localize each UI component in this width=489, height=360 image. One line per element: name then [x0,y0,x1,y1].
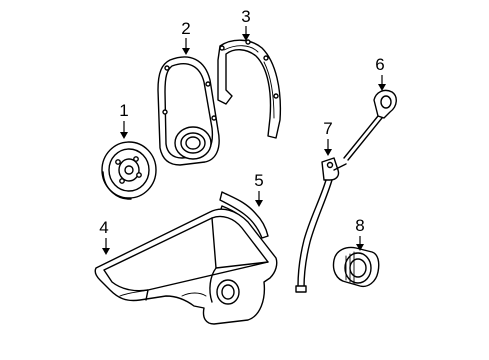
part-4-oil-pan [94,208,278,325]
part-6-dipstick [343,89,397,161]
callout-3: 3 [241,7,251,41]
callout-8: 8 [355,216,365,251]
callout-4-label: 4 [99,218,108,237]
callout-5-label: 5 [254,171,263,190]
callout-6: 6 [375,55,386,91]
callout-4: 4 [99,218,110,255]
part-7-dipstick-tube [295,157,347,293]
callout-7: 7 [323,119,333,156]
callout-8-label: 8 [355,216,364,235]
part-8-oil-filter [332,246,380,288]
callout-3-label: 3 [241,7,250,26]
callout-1-label: 1 [119,101,128,120]
callout-2-label: 2 [181,19,190,38]
part-1-balancer [101,141,157,200]
callout-6-label: 6 [375,55,384,74]
callout-1: 1 [119,101,129,139]
callout-7-label: 7 [323,119,332,138]
part-3-gasket [217,39,282,139]
callout-2: 2 [181,19,191,55]
callout-5: 5 [254,171,264,207]
part-2-timing-cover [157,56,220,166]
